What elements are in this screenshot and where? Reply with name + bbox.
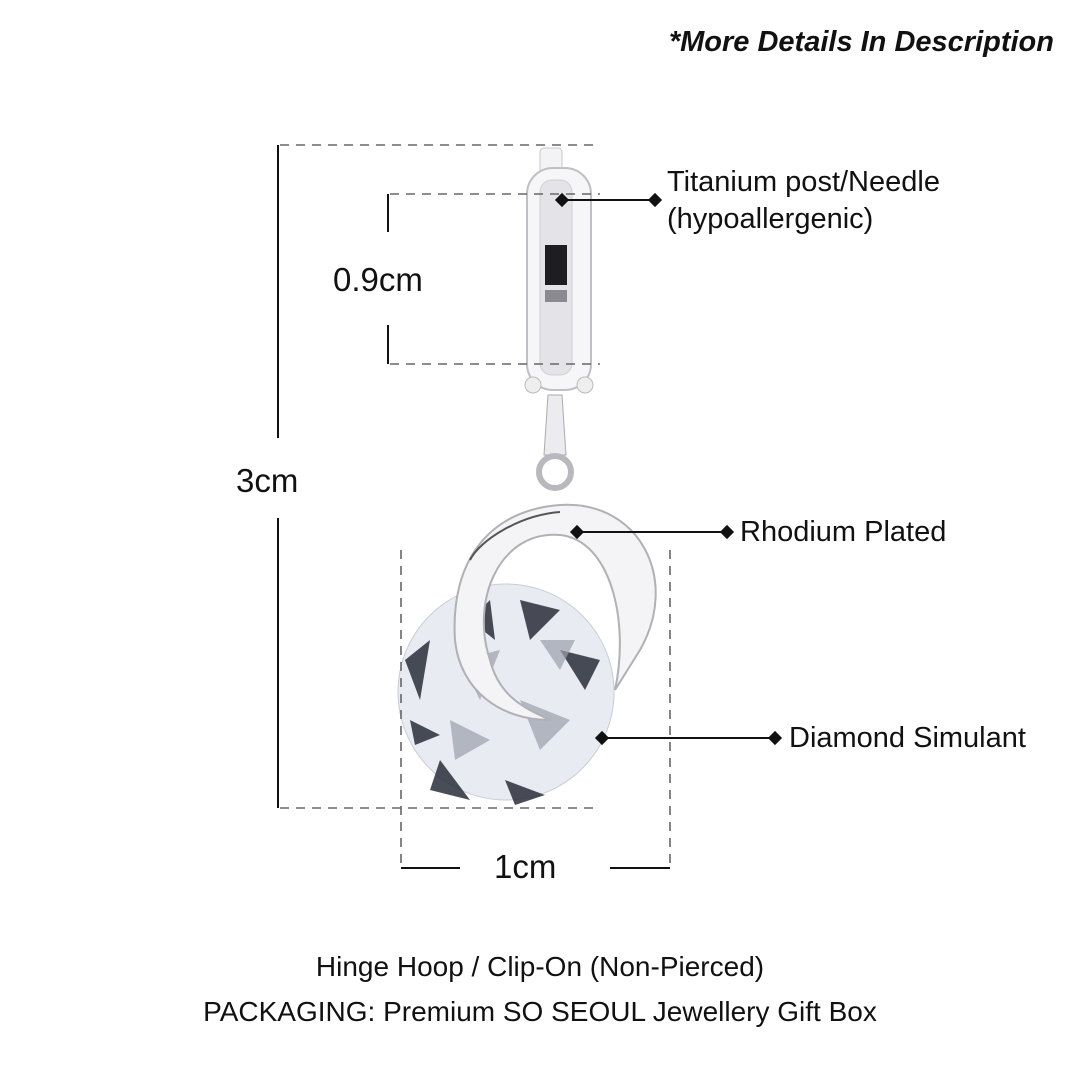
details-note: *More Details In Description (668, 26, 1054, 58)
width-label: 1cm (494, 848, 557, 885)
callout-lines (554, 192, 783, 746)
callout-diamond-simulant: Diamond Simulant (789, 722, 1026, 754)
hoop-height-label: 0.9cm (333, 261, 423, 298)
total-height-label: 3cm (236, 462, 299, 499)
closure-type-text: Hinge Hoop / Clip-On (Non-Pierced) (315, 951, 765, 982)
callout-hypoallergenic: (hypoallergenic) (667, 203, 874, 235)
dimension-lines (277, 144, 671, 869)
callout-rhodium-plated: Rhodium Plated (740, 516, 947, 548)
earring-product-image (397, 147, 657, 805)
callout-titanium-post: Titanium post/Needle (667, 166, 940, 198)
packaging-text: PACKAGING: Premium SO SEOUL Jewellery Gi… (203, 996, 877, 1027)
